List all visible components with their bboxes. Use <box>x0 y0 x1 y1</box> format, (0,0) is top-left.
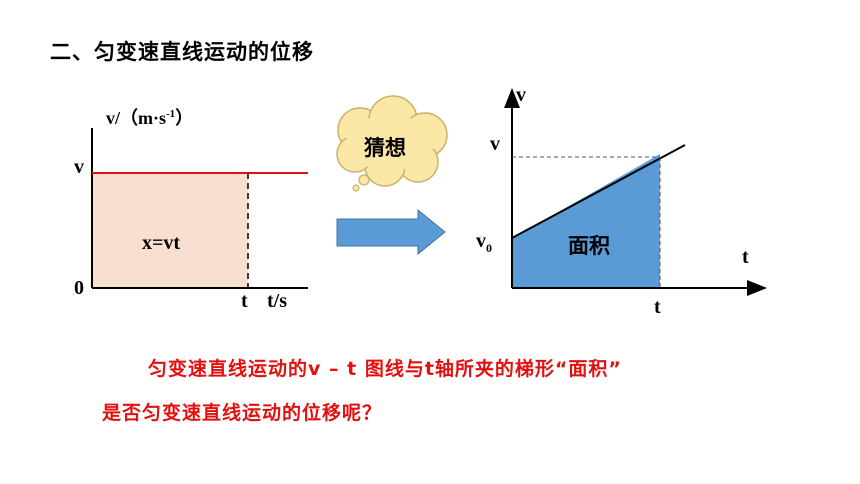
area-label: 面积 <box>568 234 610 258</box>
right-y-axis-label: v <box>516 84 526 106</box>
right-v-label: v <box>490 133 500 155</box>
displacement-area <box>93 173 248 287</box>
left-origin-label: 0 <box>74 277 84 299</box>
area-formula: x=vt <box>142 232 181 254</box>
thought-bubble <box>336 95 448 192</box>
left-v-label: v <box>74 156 84 178</box>
right-arrow-shape <box>336 208 446 256</box>
section-heading: 二、匀变速直线运动的位移 <box>50 40 314 64</box>
right-v0-label: v0 <box>476 230 492 255</box>
left-x-axis-label: t/s <box>267 290 287 312</box>
left-t-label: t <box>241 290 248 312</box>
velocity-ramp-line <box>511 144 686 239</box>
question-line-1: 匀变速直线运动的v – t 图线与t轴所夹的梯形“面积” <box>148 358 622 380</box>
trapezoid-area <box>513 154 660 288</box>
right-t-label: t <box>654 296 661 318</box>
question-line-2: 是否匀变速直线运动的位移呢？ <box>102 402 383 424</box>
left-y-axis-label: v/（m·s-1） <box>106 108 194 128</box>
right-x-axis-label: t <box>742 246 749 268</box>
thought-bubble-text: 猜想 <box>364 136 406 160</box>
